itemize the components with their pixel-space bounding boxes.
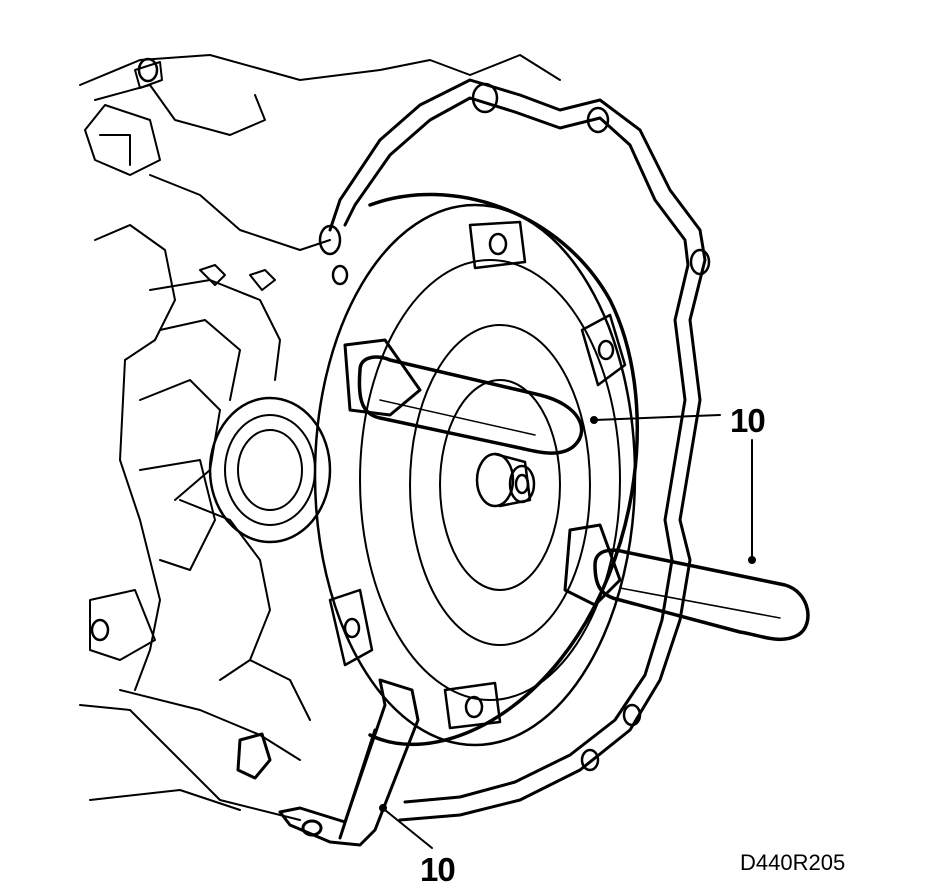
drive-plate [313,192,639,747]
callout-label-handle: 10 [730,402,766,439]
leader-line-bracket [384,809,433,849]
plate-lugs [328,220,627,730]
leader-lines [379,414,756,849]
bell-housing-flange [328,78,707,822]
leader-line-upper [594,414,721,421]
leader-dot-handle [748,556,756,564]
callout-label-locking-tool: 10 [420,851,456,888]
gearbox-housing [79,54,561,821]
upper-handle-tool [343,338,584,455]
shaft-seal [208,396,332,544]
locking-bracket-tool [236,678,420,847]
figure-code: D440R205 [740,850,846,875]
leader-dot-upper [590,416,598,424]
input-shaft [475,452,536,508]
leader-dot-bracket [379,804,387,812]
lower-handle-tool [563,523,810,641]
flange-bolt-holes [137,57,711,772]
